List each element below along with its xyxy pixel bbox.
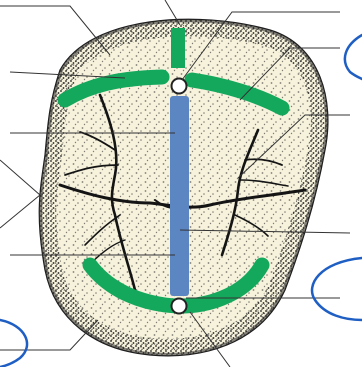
annotation-curve-right [312,258,362,320]
upper-pit-circle [172,79,187,94]
lower-pit-circle [172,299,187,314]
annotation-curve-top-right [345,35,362,79]
annotation-curve-bottom-left [0,320,27,367]
central-blue-axis [170,96,189,296]
